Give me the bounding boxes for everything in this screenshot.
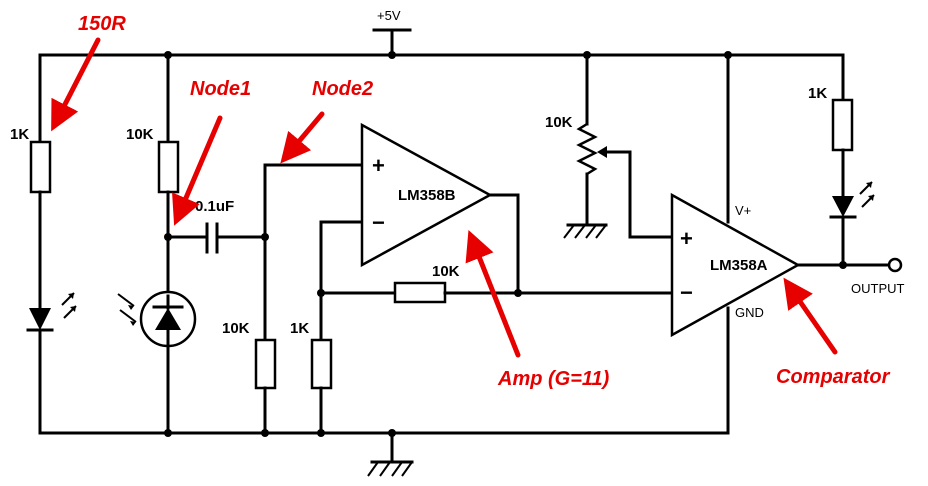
arrow-amp [465, 230, 521, 358]
vplus-pin-label: V+ [735, 203, 751, 218]
r-feedback-label: 10K [432, 263, 460, 280]
output-label: OUTPUT [851, 281, 905, 296]
r-gain-ground-label: 1K [290, 320, 309, 337]
output-terminal [887, 257, 903, 273]
resistor-led-left [29, 140, 52, 194]
resistor-feedback [393, 281, 447, 304]
capacitor-label: 0.1uF [195, 198, 234, 215]
resistor-bias [254, 338, 277, 390]
potentiometer-label: 10K [545, 114, 573, 131]
resistor-gain-ground [310, 338, 333, 390]
annotation-comparator: Comparator [776, 366, 891, 388]
potentiometer [563, 53, 674, 239]
annotation-amp: Amp (G=11) [497, 368, 610, 390]
resistor-photo [157, 140, 180, 194]
opamp-b-minus: − [372, 210, 385, 235]
led-left-icon [29, 308, 51, 330]
ground-rail [38, 431, 730, 477]
opamp-b-label: LM358B [398, 187, 456, 204]
opamp-b-plus: + [372, 153, 385, 178]
gnd-pin-label: GND [735, 305, 764, 320]
led-branch-left [26, 53, 77, 435]
opamp-a-minus: − [680, 280, 693, 305]
junctions [164, 51, 847, 437]
arrow-node1 [172, 115, 223, 226]
led-branch-right [829, 53, 875, 267]
opamp-b [360, 122, 520, 295]
arrow-150r [51, 37, 101, 132]
bias-resistor-branch [254, 163, 364, 435]
r-photo-label: 10K [126, 126, 154, 143]
r-led-left-label: 1K [10, 126, 29, 143]
supply-label: +5V [377, 8, 401, 23]
annotation-150r: 150R [78, 13, 126, 35]
opamp-a-label: LM358A [710, 257, 768, 274]
annotation-node1: Node1 [190, 78, 251, 100]
feedback-branch [319, 281, 674, 304]
arrow-comparator [783, 277, 838, 355]
opamp-a-plus: + [680, 226, 693, 251]
coupling-capacitor [166, 222, 267, 254]
r-bias-label: 10K [222, 320, 250, 337]
resistor-led-out [831, 98, 854, 152]
arrow-node2 [280, 111, 325, 164]
gain-resistor-branch [310, 220, 364, 435]
annotation-node2: Node2 [312, 78, 373, 100]
photodiode-branch [117, 53, 197, 435]
r-led-out-label: 1K [808, 85, 827, 102]
supply-rail [38, 28, 845, 57]
led-right-icon [832, 196, 854, 217]
